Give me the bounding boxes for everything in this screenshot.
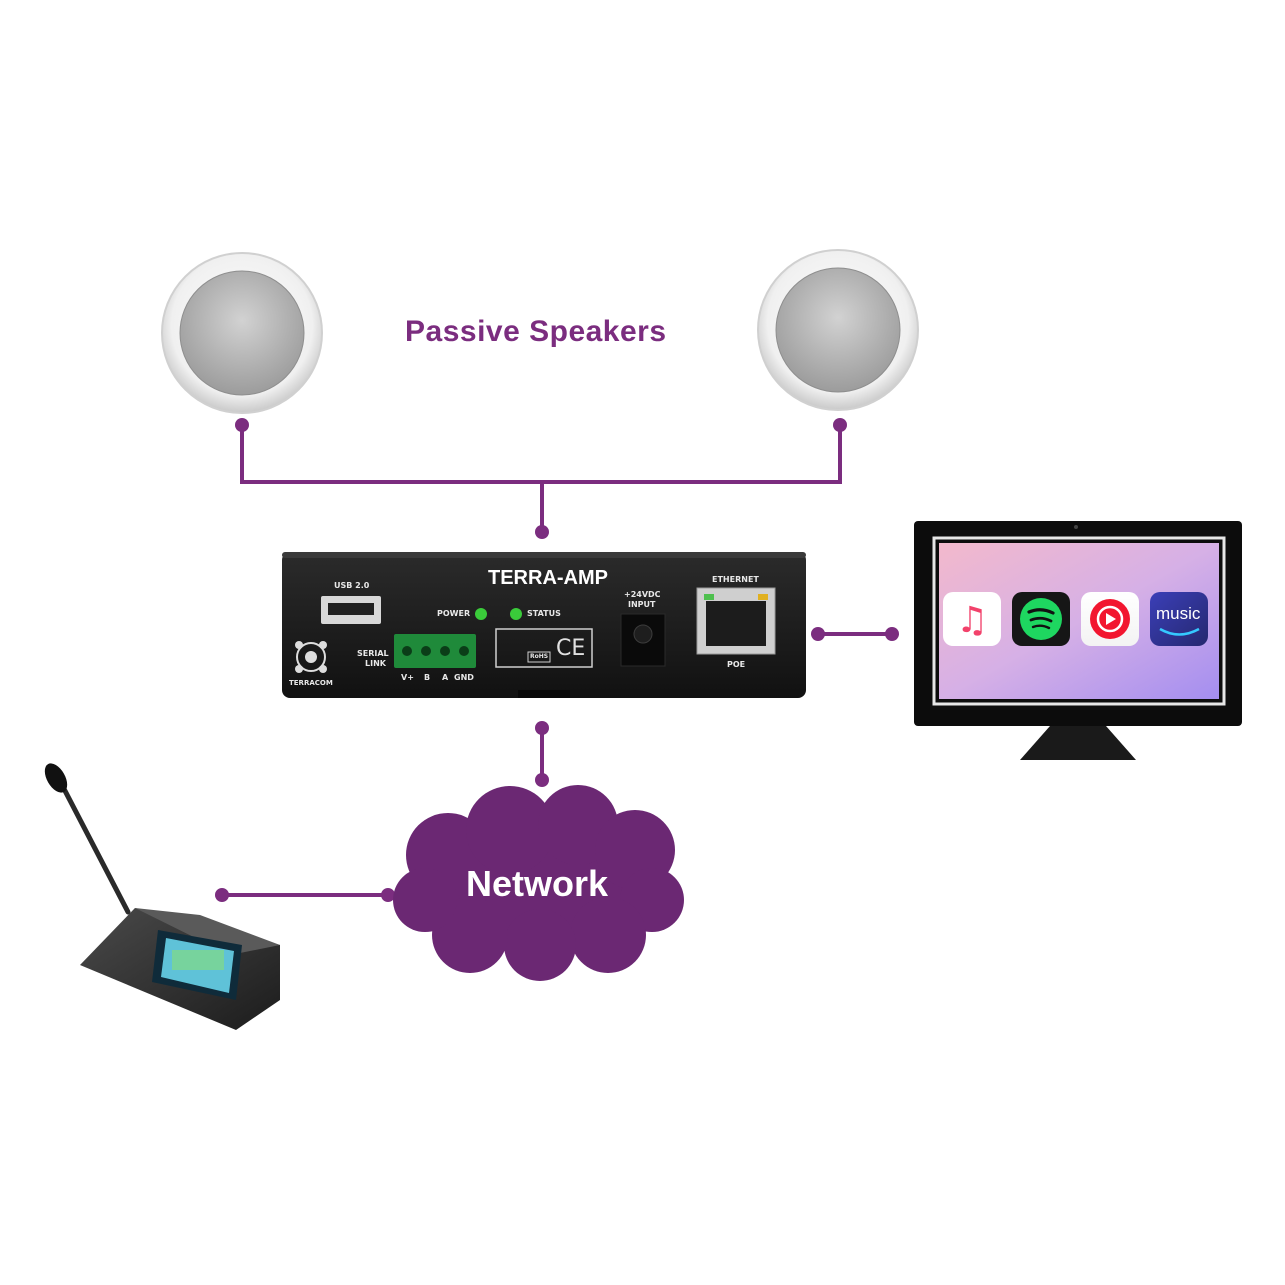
terracom-brand-label: TERRACOM [289, 679, 333, 687]
svg-text:♫: ♫ [956, 600, 988, 641]
network-label: Network [466, 863, 609, 904]
certification-box [495, 628, 593, 668]
status-led-label: STATUS [527, 609, 561, 618]
status-led [510, 608, 522, 620]
amplifier-model-label: TERRA-AMP [488, 567, 608, 589]
amazon-music-icon [1150, 592, 1208, 646]
speaker-right-icon [757, 249, 919, 411]
connection-dots [215, 418, 899, 902]
speaker-bus-line [240, 425, 842, 484]
poe-label: POE [727, 660, 746, 669]
link-label: LINK [365, 659, 386, 668]
terra-amp-device [282, 552, 806, 698]
dc-input-label-2: INPUT [628, 600, 656, 609]
connection-lines [222, 425, 892, 897]
network-cloud-icon [393, 785, 684, 981]
terracom-logo-icon [295, 641, 327, 673]
ce-mark-label: CE [556, 636, 586, 661]
youtube-music-icon [1081, 592, 1139, 646]
power-led-label: POWER [437, 609, 471, 618]
rohs-label: RoHS [530, 653, 549, 660]
serial-terminal-block [394, 634, 476, 668]
terminal-a-label: A [442, 673, 449, 682]
terminal-v-label: V+ [401, 673, 414, 682]
speaker-left-icon [161, 252, 323, 414]
terminal-gnd-label: GND [454, 673, 474, 682]
spotify-icon [1012, 592, 1070, 646]
speakers-label: Passive Speakers [405, 315, 667, 348]
apple-music-icon: ♫ [943, 592, 1001, 646]
usb-port-label: USB 2.0 [334, 581, 370, 590]
paging-microphone-console-icon [44, 763, 280, 1030]
power-led [475, 608, 487, 620]
dc-input-label-1: +24VDC [624, 590, 661, 599]
serial-label: SERIAL [357, 649, 389, 658]
amazon-music-label: music [1156, 604, 1201, 623]
ethernet-label: ETHERNET [712, 575, 759, 584]
terminal-b-label: B [424, 673, 431, 682]
